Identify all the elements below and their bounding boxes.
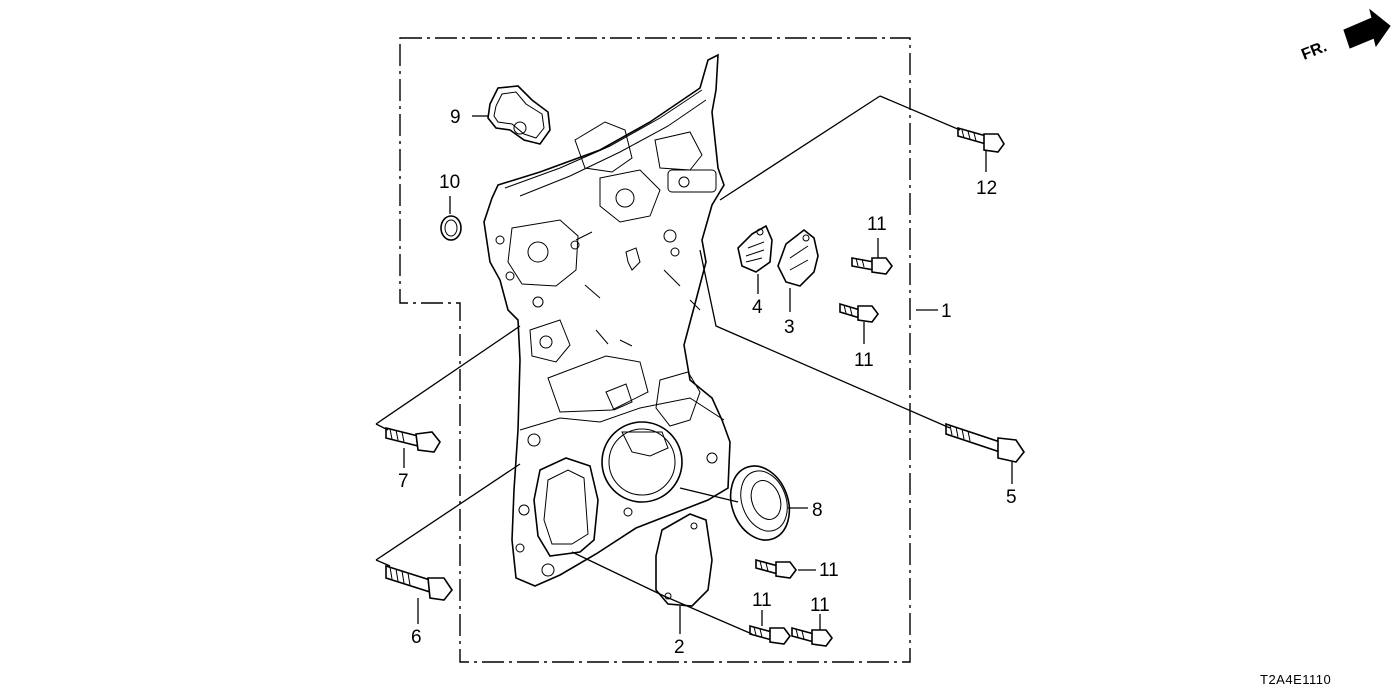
bolt-11-middle[interactable]: [839, 302, 879, 323]
bolt-11-bottom-left[interactable]: [749, 624, 791, 645]
water-passage-gasket[interactable]: [487, 85, 551, 145]
bolt-11-lower-right[interactable]: [755, 558, 797, 579]
oil-seal[interactable]: [721, 458, 800, 549]
assembly-boundary: [399, 37, 911, 663]
callout-11-upper: 11: [867, 214, 887, 235]
front-direction-indicator: FR.: [1299, 8, 1391, 64]
leader-lines: [375, 95, 1013, 635]
callout-11-bottom-right: 11: [810, 595, 830, 616]
bolt-5[interactable]: [945, 422, 1025, 463]
callout-7: 7: [398, 471, 409, 492]
callout-11-lower-right: 11: [819, 560, 839, 581]
callout-10: 10: [439, 172, 460, 193]
lower-cover-plate[interactable]: [655, 513, 713, 607]
callout-6: 6: [411, 627, 422, 648]
sensor-gasket[interactable]: [737, 224, 773, 273]
callout-3: 3: [784, 317, 795, 338]
callout-12: 12: [976, 178, 997, 199]
diagram-code: T2A4E1110: [1260, 672, 1331, 687]
front-label: FR.: [1299, 38, 1329, 63]
callout-11-middle: 11: [854, 350, 874, 371]
bracket[interactable]: [777, 228, 819, 287]
o-ring[interactable]: [440, 215, 462, 241]
callout-5: 5: [1006, 487, 1017, 508]
bolt-6[interactable]: [385, 564, 453, 601]
callout-8: 8: [812, 500, 823, 521]
chain-case-cover[interactable]: [483, 53, 731, 587]
callout-11-bottom-left: 11: [752, 590, 772, 611]
front-arrow-icon: [1343, 8, 1391, 49]
callout-1: 1: [941, 301, 952, 322]
bolt-12[interactable]: [957, 126, 1005, 153]
callout-2: 2: [674, 637, 685, 658]
bolt-11-upper[interactable]: [851, 257, 893, 275]
callout-9: 9: [450, 107, 461, 128]
callout-4: 4: [752, 297, 763, 318]
bolt-11-bottom-right[interactable]: [791, 626, 833, 647]
bolt-7[interactable]: [385, 426, 441, 453]
